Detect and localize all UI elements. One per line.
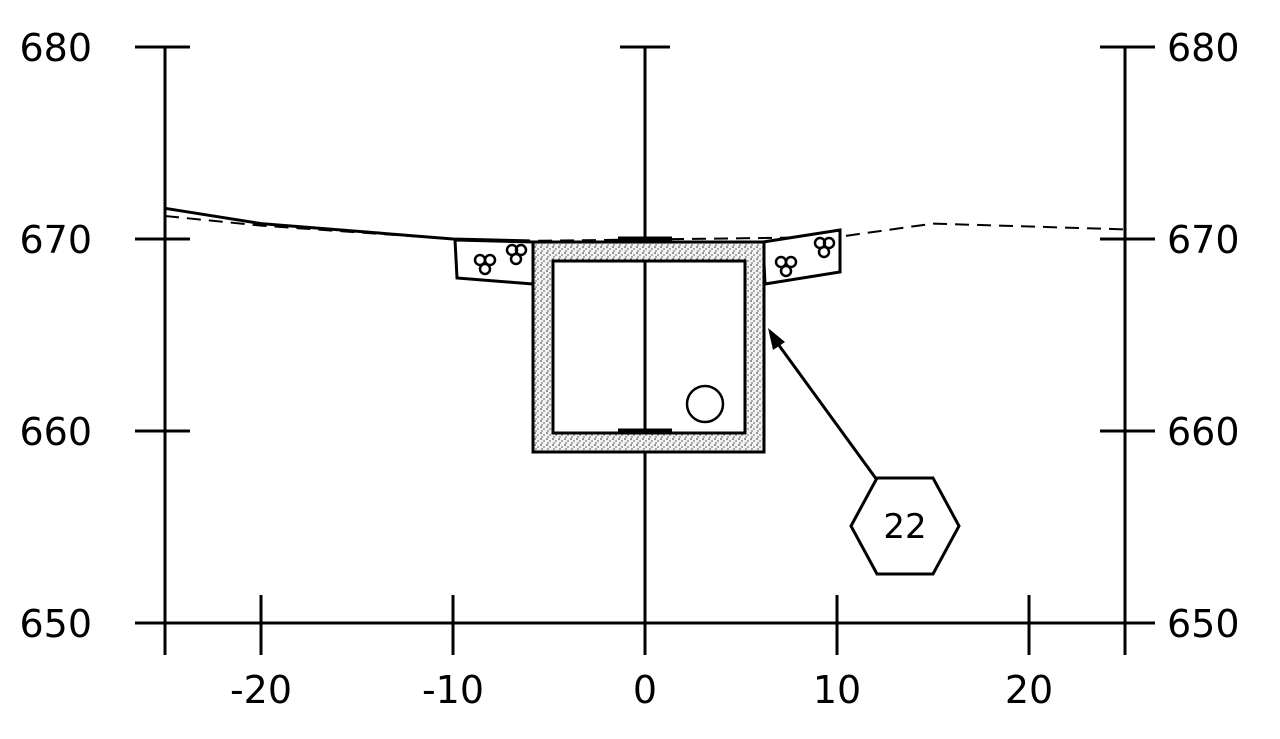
riprap-symbols [473, 236, 836, 278]
proposed-ground-line [164, 206, 530, 243]
x-tick-label: 0 [633, 668, 657, 712]
riprap-cluster [813, 236, 836, 259]
y-tick-label-right: 680 [1167, 26, 1240, 70]
y-tick-label-left: 650 [19, 602, 92, 646]
x-tick-label: -20 [230, 668, 292, 712]
riprap-cluster [505, 243, 528, 266]
riprap-cluster [774, 255, 798, 278]
y-tick-label-left: 660 [19, 410, 92, 454]
x-tick-label: 10 [813, 668, 861, 712]
callout-hexagon: 22 [849, 476, 961, 576]
x-tick-label: -10 [422, 668, 484, 712]
axis-labels: 680 680 670 670 660 660 650 650 -20 -10 0 10 20 [19, 26, 1239, 712]
riprap-cluster [473, 253, 497, 276]
y-tick-label-left: 680 [19, 26, 92, 70]
leader-arrowhead [768, 328, 785, 350]
axes-frame [135, 47, 1155, 655]
culvert-centerline-marks [618, 236, 672, 434]
y-tick-label-left: 670 [19, 218, 92, 262]
callout-label: 22 [883, 507, 926, 547]
x-tick-label: 20 [1005, 668, 1053, 712]
callout-leader [768, 328, 879, 481]
y-tick-label-right: 670 [1167, 218, 1240, 262]
y-tick-label-right: 650 [1167, 602, 1240, 646]
box-culvert-wall [531, 240, 766, 454]
pipe-opening [685, 384, 725, 424]
y-tick-label-right: 660 [1167, 410, 1240, 454]
